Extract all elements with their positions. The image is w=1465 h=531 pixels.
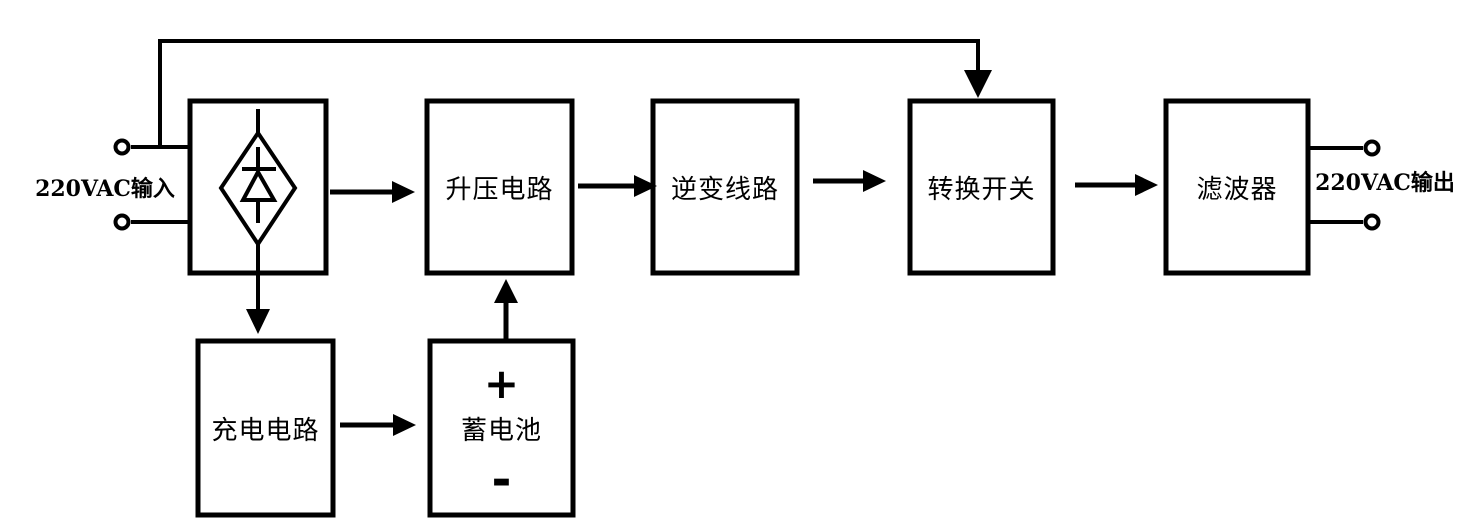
output-terminals	[1308, 139, 1381, 231]
inverter-circuit-box	[650, 98, 800, 276]
arrow-right-icon	[863, 170, 886, 192]
filter-box	[1163, 98, 1311, 276]
transfer-switch-label: 转换开关	[927, 174, 1036, 205]
arrow-rectifier-to-charger	[246, 244, 270, 334]
battery-negative-sign: -	[491, 452, 512, 508]
terminal-circle-icon	[113, 138, 131, 156]
arrow-right-icon	[392, 181, 415, 203]
input-terminals	[113, 138, 190, 231]
charger-circuit-label: 充电电路	[211, 415, 320, 446]
arrow-battery-to-boost	[494, 279, 518, 341]
arrow-right-icon	[634, 175, 657, 197]
filter-label: 滤波器	[1196, 174, 1278, 205]
terminal-circle-icon	[1363, 139, 1381, 157]
arrow-inverter-to-switch	[813, 170, 886, 192]
arrow-rectifier-to-boost	[330, 181, 415, 203]
battery-label: 蓄电池	[460, 415, 542, 446]
bridge-rectifier-diode-icon	[218, 109, 298, 248]
boost-circuit-label: 升压电路	[445, 174, 554, 205]
input-terminal-label: 220VAC输入	[35, 176, 175, 202]
arrow-up-icon	[494, 279, 518, 303]
arrow-right-icon	[393, 414, 416, 436]
bypass-line	[158, 39, 992, 147]
arrow-down-icon	[964, 70, 992, 98]
arrow-down-icon	[246, 309, 270, 334]
transfer-switch-box	[907, 98, 1056, 276]
inverter-circuit-label: 逆变线路	[670, 174, 779, 205]
arrow-boost-to-inverter	[578, 175, 657, 197]
terminal-circle-icon	[1363, 213, 1381, 231]
battery-box	[427, 338, 576, 518]
charger-circuit-box	[195, 338, 336, 518]
arrow-switch-to-filter	[1075, 174, 1158, 196]
arrow-charger-to-battery	[340, 414, 416, 436]
boost-circuit-box	[424, 98, 575, 276]
terminal-circle-icon	[113, 213, 131, 231]
arrow-right-icon	[1135, 174, 1158, 196]
battery-positive-sign: +	[483, 358, 520, 408]
output-terminal-label: 220VAC输出	[1315, 170, 1455, 196]
